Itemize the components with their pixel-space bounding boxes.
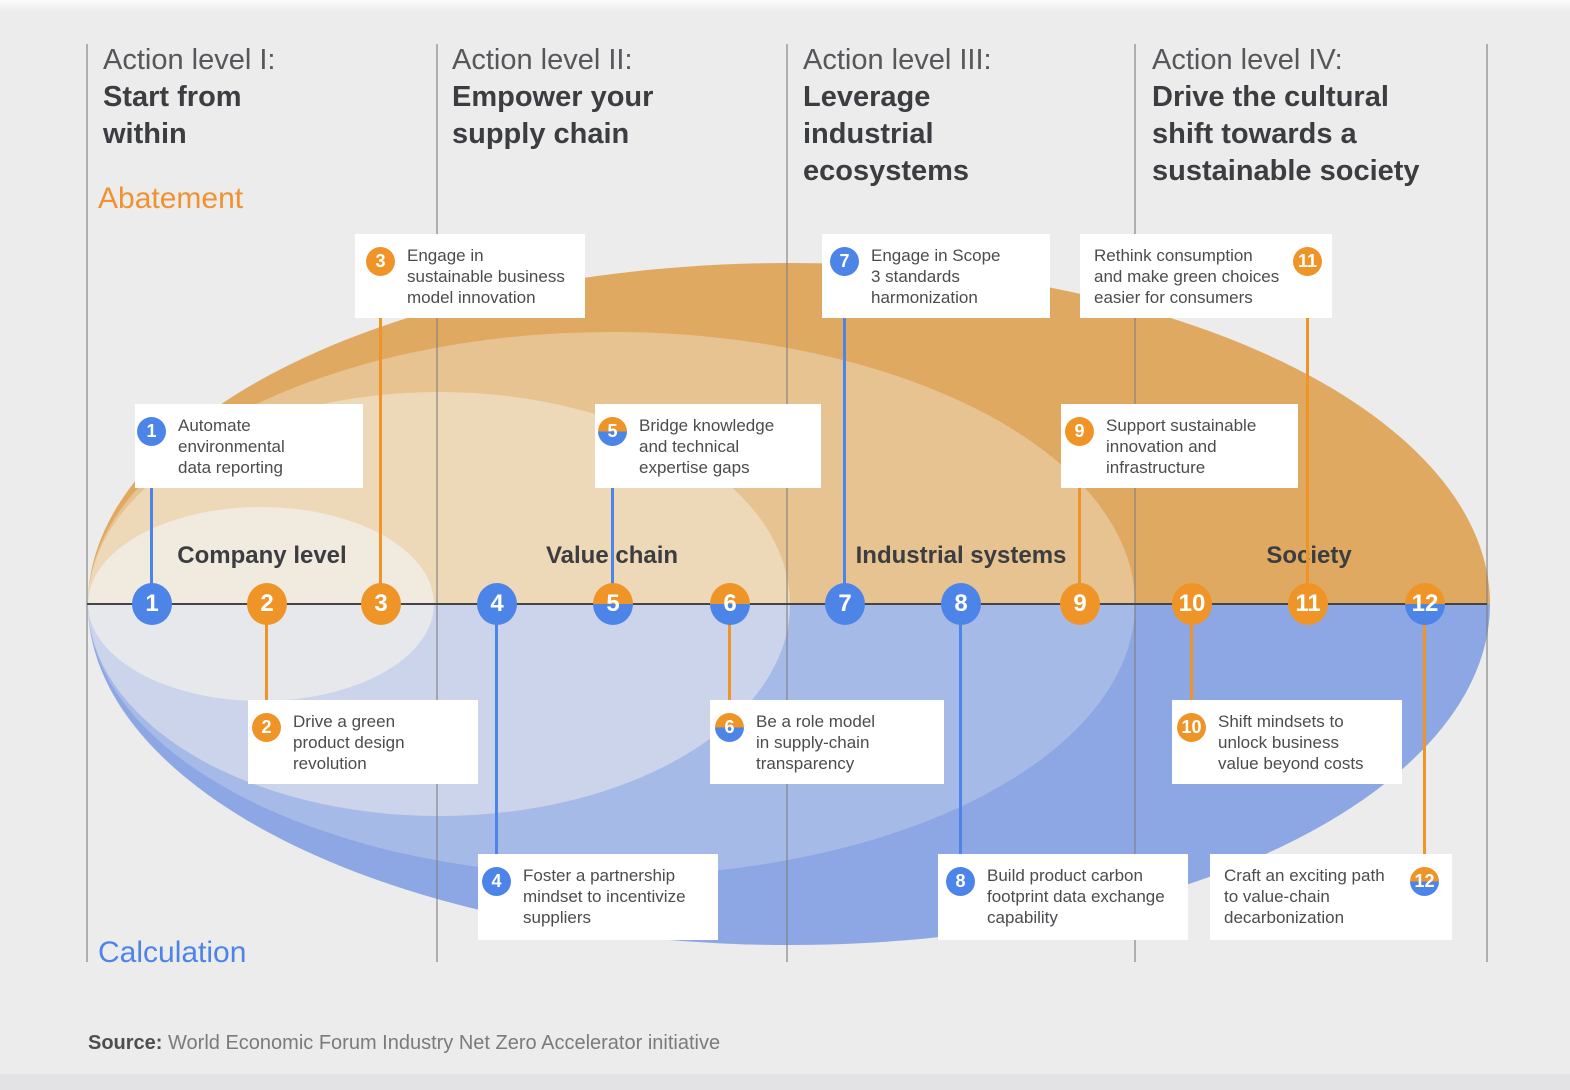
level-label-industrial: Industrial systems — [855, 542, 1067, 569]
callout-text: Bridge knowledge and technical expertise… — [639, 416, 775, 477]
callout-text: Engage in sustainable business model inn… — [407, 246, 565, 307]
callout-number-badge: 3 — [366, 247, 395, 276]
header-title: Drive the cultural shift towards a susta… — [1152, 81, 1420, 187]
callout-9: 9 Support sustainable innovation and inf… — [1061, 404, 1298, 488]
callout-number-badge: 7 — [830, 247, 859, 276]
callout-8: 8 Build product carbon footprint data ex… — [938, 854, 1188, 940]
column-divider-4 — [1134, 44, 1136, 962]
source-label: Source: — [88, 1032, 163, 1054]
column-divider-3 — [786, 44, 788, 962]
callout-text: Shift mindsets to unlock business value … — [1218, 712, 1364, 773]
header-action-level-3: Action level III: Leverage industrial ec… — [803, 42, 992, 190]
axis-marker-10: 10 — [1172, 583, 1212, 625]
connector-6 — [728, 604, 731, 728]
axis-marker-3: 3 — [361, 583, 401, 625]
column-divider-5 — [1486, 44, 1488, 962]
column-divider-1 — [86, 44, 88, 962]
callout-number-badge: 4 — [482, 867, 511, 896]
callout-number-badge: 2 — [252, 713, 281, 742]
axis-marker-8: 8 — [941, 583, 981, 625]
callout-text: Drive a green product design revolution — [293, 712, 405, 773]
callout-12: Craft an exciting path to value-chain de… — [1210, 854, 1452, 940]
callout-number-badge: 9 — [1065, 417, 1094, 446]
header-action-level-4: Action level IV: Drive the cultural shif… — [1152, 42, 1420, 190]
header-eyebrow: Action level IV: — [1152, 44, 1343, 76]
axis-marker-12: 12 — [1405, 583, 1445, 625]
connector-8 — [959, 604, 962, 882]
callout-text: Rethink consumption and make green choic… — [1094, 246, 1280, 307]
connector-4 — [495, 604, 498, 882]
callout-10: 10 Shift mindsets to unlock business val… — [1172, 700, 1402, 784]
axis-marker-7: 7 — [825, 583, 865, 625]
connector-7 — [843, 260, 846, 604]
callout-text: Foster a partnership mindset to incentiv… — [523, 866, 686, 927]
callout-text: Engage in Scope 3 standards harmonizatio… — [871, 246, 1001, 307]
calculation-label: Calculation — [98, 936, 247, 969]
callout-text: Craft an exciting path to value-chain de… — [1224, 866, 1385, 927]
callout-1: 1 Automate environmental data reporting — [135, 404, 363, 488]
callout-number-badge: 8 — [946, 867, 975, 896]
bottom-edge-strip — [0, 1074, 1570, 1090]
callout-text: Automate environmental data reporting — [178, 416, 285, 477]
callout-text: Build product carbon footprint data exch… — [987, 866, 1165, 927]
axis-marker-11: 11 — [1288, 583, 1328, 625]
axis-marker-4: 4 — [477, 583, 517, 625]
callout-text: Be a role model in supply-chain transpar… — [756, 712, 876, 773]
header-action-level-2: Action level II: Empower your supply cha… — [452, 42, 653, 153]
callout-number-badge: 6 — [715, 713, 744, 742]
abatement-calculation-axis — [87, 603, 1487, 605]
callout-4: 4 Foster a partnership mindset to incent… — [478, 854, 718, 940]
callout-number-badge: 1 — [137, 417, 166, 446]
callout-text: Support sustainable innovation and infra… — [1106, 416, 1257, 477]
header-title: Empower your supply chain — [452, 81, 654, 150]
header-title: Start from within — [103, 81, 242, 150]
column-divider-2 — [436, 44, 438, 962]
level-label-society: Society — [1266, 542, 1352, 569]
axis-marker-1: 1 — [132, 583, 172, 625]
header-action-level-1: Action level I: Start from within — [103, 42, 275, 153]
header-eyebrow: Action level I: — [103, 44, 276, 76]
callout-number-badge: 10 — [1177, 713, 1206, 742]
header-eyebrow: Action level III: — [803, 44, 992, 76]
callout-3: 3 Engage in sustainable business model i… — [355, 234, 585, 318]
callout-5: 5 Bridge knowledge and technical experti… — [595, 404, 821, 488]
abatement-label: Abatement — [98, 182, 244, 215]
callout-7: 7 Engage in Scope 3 standards harmonizat… — [822, 234, 1050, 318]
level-label-company: Company level — [177, 542, 347, 569]
callout-6: 6 Be a role model in supply-chain transp… — [710, 700, 944, 784]
connector-5 — [611, 430, 614, 604]
callout-11: Rethink consumption and make green choic… — [1080, 234, 1332, 318]
connector-12 — [1423, 604, 1426, 882]
callout-number-badge: 12 — [1410, 867, 1439, 896]
connector-11 — [1306, 260, 1309, 604]
callout-2: 2 Drive a green product design revolutio… — [248, 700, 478, 784]
axis-marker-5: 5 — [593, 583, 633, 625]
connector-2 — [265, 604, 268, 728]
connector-3 — [379, 260, 382, 604]
callout-number-badge: 5 — [598, 417, 627, 446]
axis-marker-9: 9 — [1060, 583, 1100, 625]
header-title: Leverage industrial ecosystems — [803, 81, 970, 187]
axis-marker-2: 2 — [247, 583, 287, 625]
connector-10 — [1190, 604, 1193, 728]
connector-9 — [1078, 430, 1081, 604]
top-edge-strip — [0, 0, 1570, 12]
header-eyebrow: Action level II: — [452, 44, 633, 76]
source-line: Source: World Economic Forum Industry Ne… — [88, 1032, 720, 1055]
connector-1 — [150, 430, 153, 604]
axis-marker-6: 6 — [710, 583, 750, 625]
source-text: World Economic Forum Industry Net Zero A… — [162, 1032, 721, 1054]
callout-number-badge: 11 — [1293, 247, 1322, 276]
